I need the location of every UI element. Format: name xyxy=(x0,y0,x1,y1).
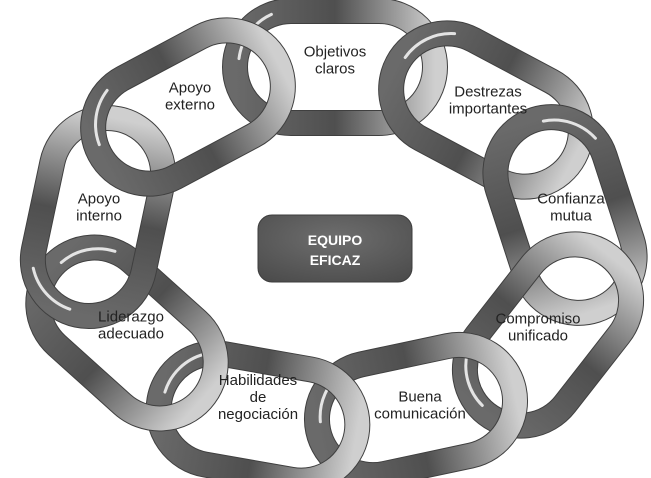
chain-link-label-line: mutua xyxy=(550,208,592,225)
chain-link-destrezas xyxy=(378,20,594,200)
chain-link-highlight xyxy=(31,266,72,311)
chain-link-label-line: negociación xyxy=(218,406,298,423)
chain-link-label-line: claros xyxy=(315,61,355,78)
chain-link-label-line: adecuado xyxy=(98,326,164,343)
chain-link-label-line: Buena xyxy=(398,389,442,406)
chain-link-highlight xyxy=(541,118,597,140)
chain-link-body xyxy=(304,332,528,478)
chain-link-label-line: Apoyo xyxy=(78,191,121,208)
chain-link-confianza xyxy=(482,104,648,326)
chain-link-body xyxy=(452,232,644,438)
chain-link-body xyxy=(26,235,228,431)
chain-link-label-line: Objetivos xyxy=(304,44,367,61)
chain-link-highlight xyxy=(403,32,457,60)
center-box-shape xyxy=(257,214,413,283)
center-title-line-1: EQUIPO xyxy=(308,232,363,248)
chain-link-body xyxy=(483,105,647,325)
chain-link-body xyxy=(379,21,593,199)
chain-link-label-line: Habilidades xyxy=(219,372,297,389)
chain-link-label-line: externo xyxy=(165,97,215,114)
chain-link-highlight xyxy=(59,247,117,265)
chain-link-label-line: Liderazgo xyxy=(98,309,164,326)
chain-link-label-line: unificado xyxy=(508,328,568,345)
chain-link-highlight xyxy=(94,88,109,147)
chain-link-highlight xyxy=(464,351,484,407)
center-box: EQUIPO EFICAZ xyxy=(257,214,413,283)
chain-link-label-line: Destrezas xyxy=(454,84,522,101)
chain-link-body xyxy=(146,341,370,478)
chain-link-apoyo-externo xyxy=(80,17,296,197)
chain-link-liderazgo xyxy=(25,234,229,432)
chain-link-label-line: importantes xyxy=(449,101,527,118)
chain-link-body xyxy=(81,18,295,196)
chain-link-label-line: Apoyo xyxy=(169,80,212,97)
center-title-line-2: EFICAZ xyxy=(310,252,361,268)
chain-link-label-line: de xyxy=(250,389,267,406)
chain-link-body xyxy=(223,0,447,135)
chain-link-label-line: Confianza xyxy=(537,191,605,208)
chain-link-compromiso xyxy=(451,231,645,439)
chain-link-label-line: comunicación xyxy=(374,406,466,423)
chain-link-label-line: interno xyxy=(76,208,122,225)
chain-link-highlight xyxy=(163,352,207,394)
chain-link-negociacion xyxy=(145,340,371,478)
chain-link-label-line: Compromiso xyxy=(495,311,580,328)
